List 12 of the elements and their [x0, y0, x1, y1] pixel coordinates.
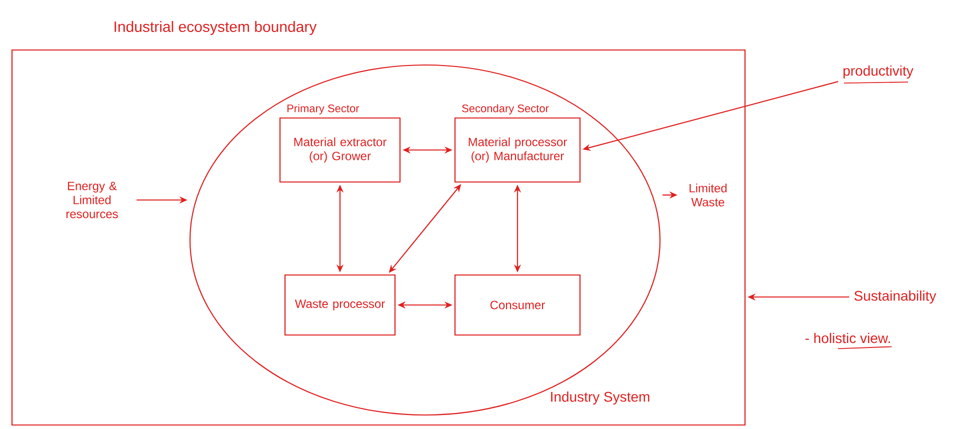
node-label: Primary Sector — [287, 104, 360, 114]
process-box: Consumer — [454, 274, 581, 336]
node-label: Secondary Sector — [462, 104, 549, 114]
handwritten-note: Sustainability — [854, 290, 936, 304]
node-label: Industrial ecosystem boundary — [114, 21, 317, 35]
process-box: Waste processor — [284, 274, 396, 336]
note-text: - holistic view. — [805, 332, 892, 350]
flow-text: Energy & Limited resources — [66, 182, 118, 218]
flow-text: Limited Waste — [690, 184, 727, 206]
process-box: Primary Sector Material extractor (or) Grower — [279, 104, 401, 183]
handwritten-note: productivity — [844, 65, 914, 84]
process-box: Secondary Sector Material processor (or) Manufacturer — [454, 104, 581, 183]
